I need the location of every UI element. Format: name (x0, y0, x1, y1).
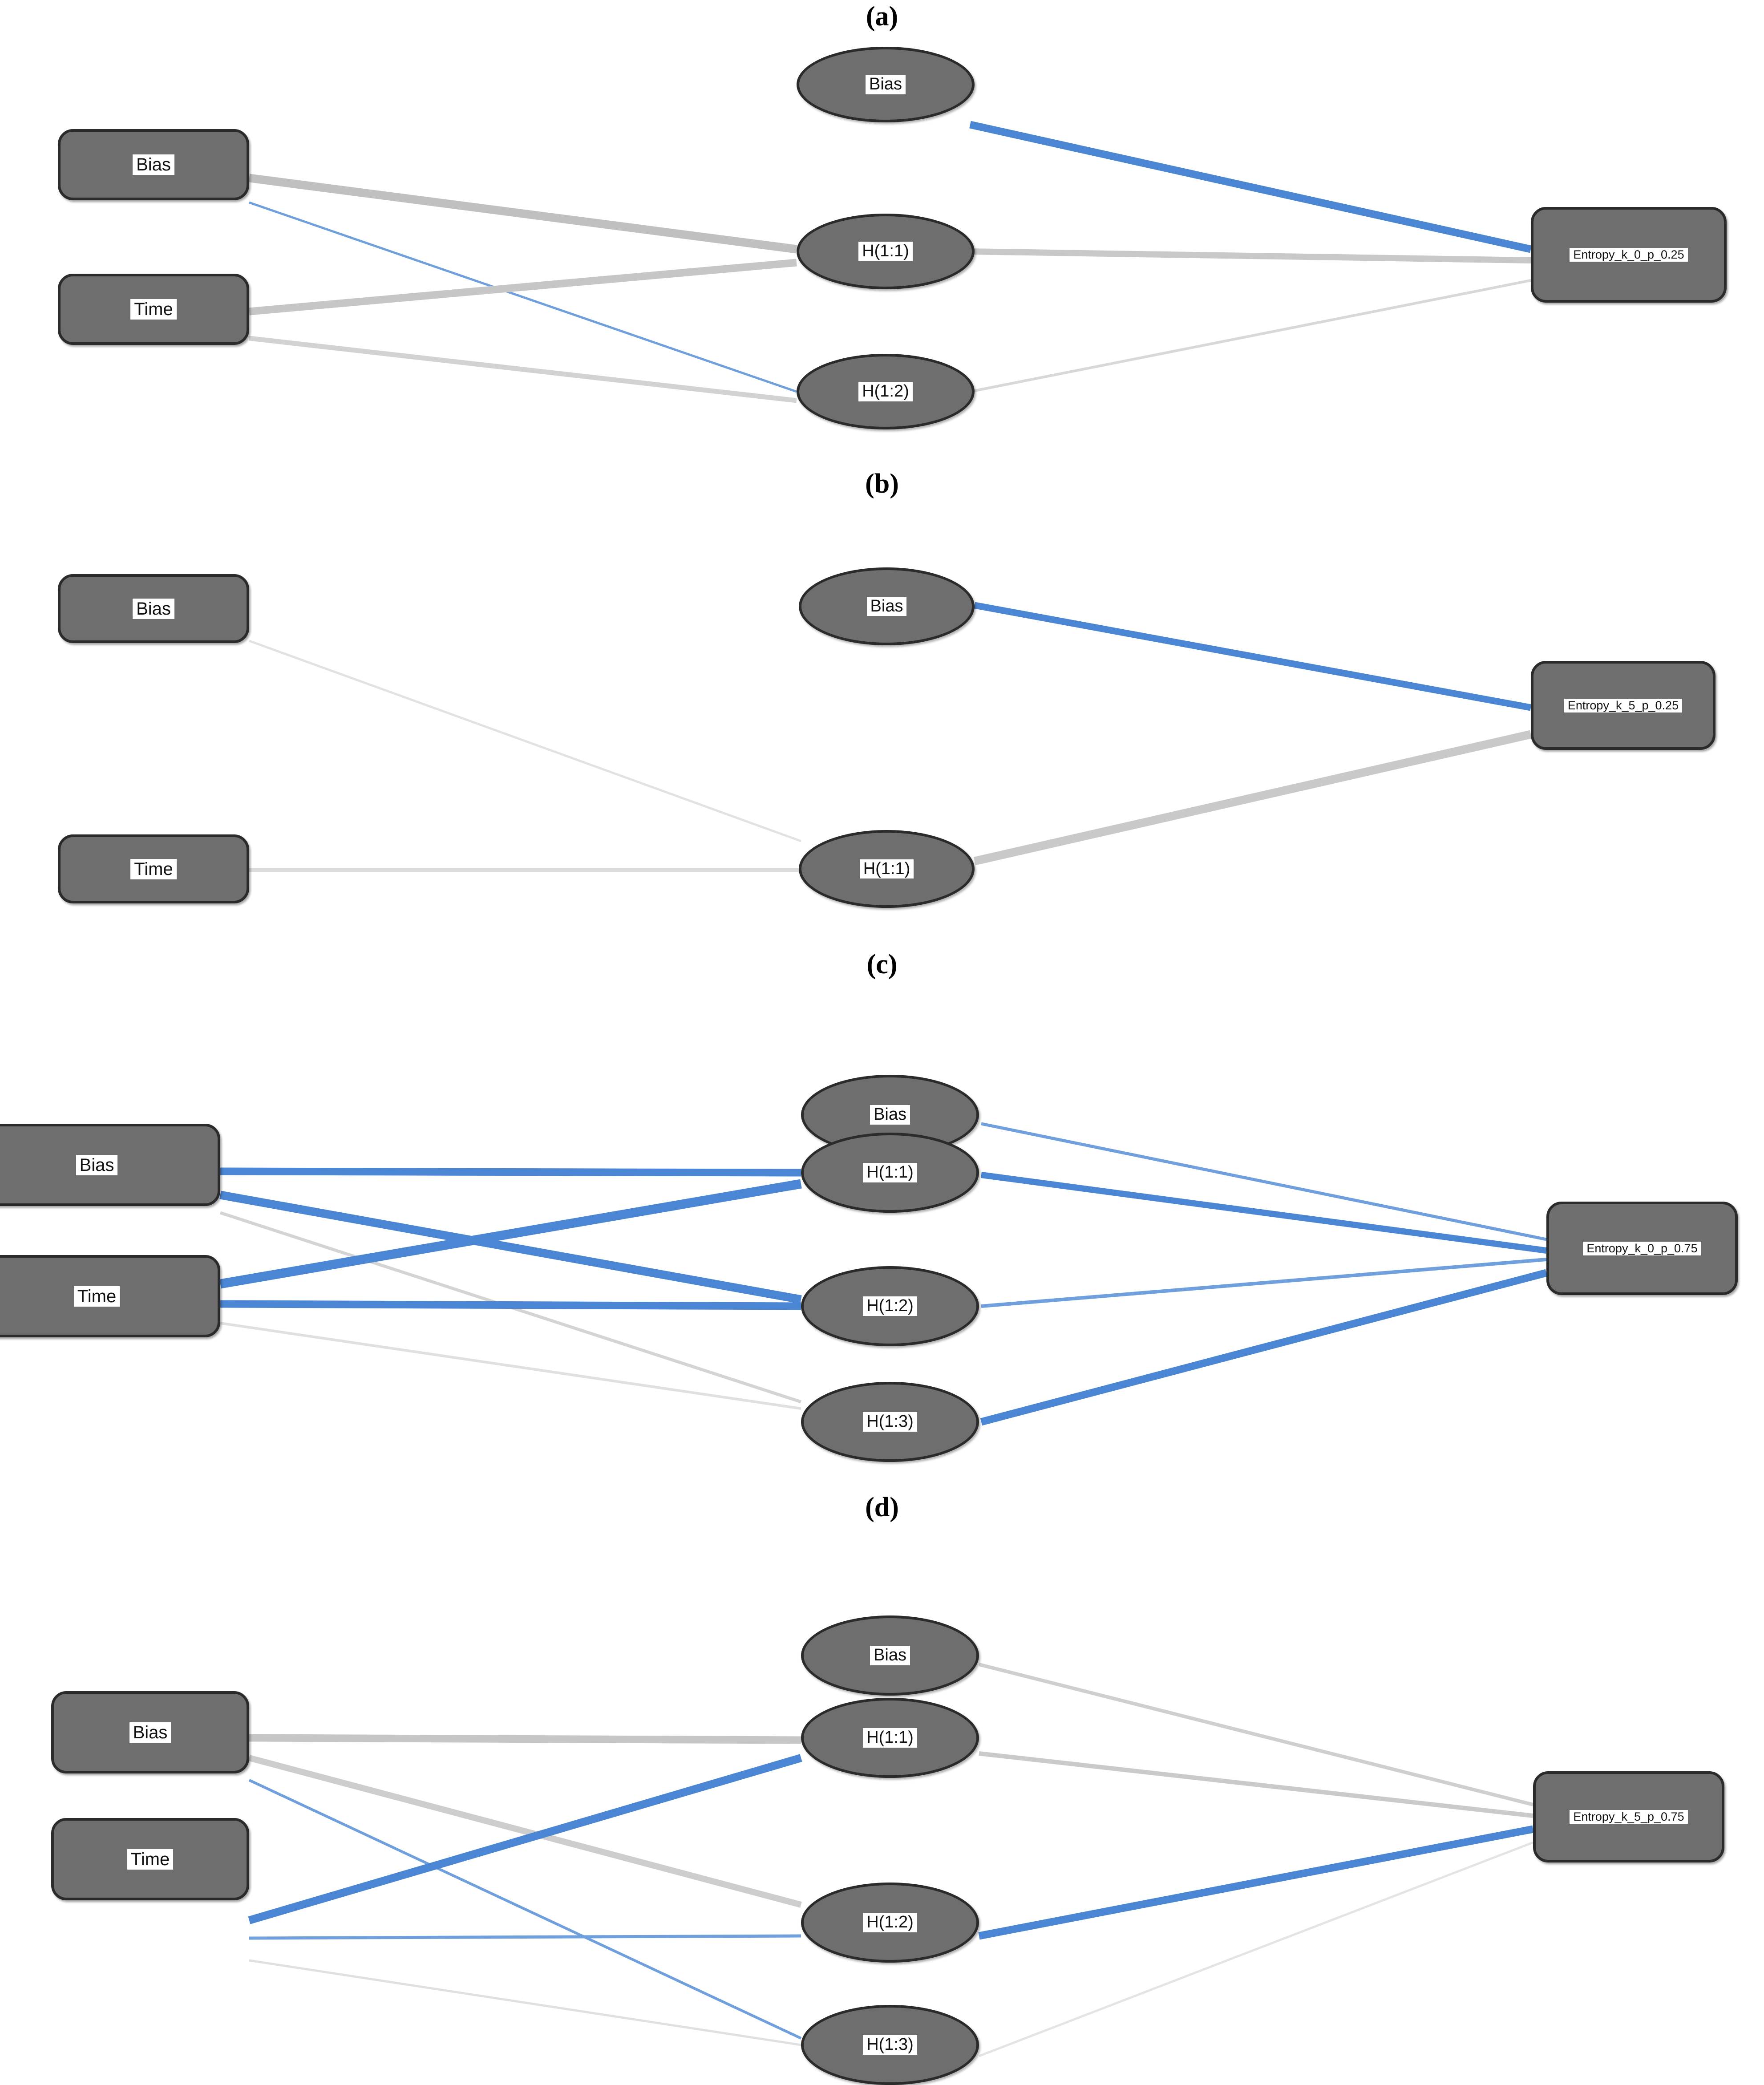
panel-c-edges (219, 1122, 1548, 1426)
edge-in-time-h12 (249, 1934, 801, 1940)
panel-d-canvas: Bias Time Bias H(1:1) H(1:2) H(1:3) Entr… (0, 1491, 1764, 2085)
edge-in-time-h13 (220, 1322, 801, 1410)
hidden-node-h12-label: H(1:2) (858, 382, 913, 401)
panel-a-canvas: Bias Time Bias H(1:1) H(1:2) Entropy_k_0… (0, 0, 1764, 467)
input-node-bias[interactable]: Bias (58, 129, 249, 200)
panel-b-canvas: Bias Time Bias H(1:1) Entropy_k_5_p_0.25 (0, 467, 1764, 948)
hidden-node-bias[interactable]: Bias (799, 567, 975, 645)
hidden-node-bias-label: Bias (870, 1646, 910, 1665)
input-node-time-label: Time (130, 299, 177, 320)
edge-h12-out (970, 279, 1531, 393)
output-node[interactable]: Entropy_k_0_p_0.25 (1531, 207, 1727, 303)
hidden-node-h11-label: H(1:1) (859, 859, 914, 879)
edge-h11-out (981, 1172, 1547, 1254)
input-node-time[interactable]: Time (0, 1255, 220, 1337)
input-node-time-label: Time (127, 1849, 174, 1870)
edge-h-bias-out (969, 121, 1532, 253)
edge-h11-out (973, 730, 1532, 866)
edge-in-bias-h12 (219, 1190, 802, 1304)
panel-a-label: (a) (866, 1, 898, 32)
input-node-bias-label: Bias (133, 154, 174, 175)
input-node-time[interactable]: Time (58, 274, 249, 345)
hidden-node-bias-label: Bias (870, 1105, 910, 1125)
hidden-node-bias[interactable]: Bias (801, 1615, 979, 1696)
edge-h12-out (981, 1258, 1547, 1308)
hidden-node-bias[interactable]: Bias (801, 1075, 979, 1155)
input-node-bias-label: Bias (133, 598, 174, 619)
edge-h-bias-out (979, 1663, 1533, 1806)
edge-h13-out (979, 1841, 1533, 2057)
output-node[interactable]: Entropy_k_5_p_0.25 (1531, 661, 1715, 750)
panel-d: (d) Bias Time Bias (0, 1491, 1764, 2085)
panel-b-label: (b) (865, 469, 899, 499)
input-node-time[interactable]: Time (58, 834, 249, 903)
panel-c-canvas: Bias Time Bias H(1:1) H(1:2) H(1:3) Entr… (0, 948, 1764, 1491)
edge-in-bias-h12 (248, 1755, 802, 1908)
hidden-node-h11[interactable]: H(1:1) (797, 214, 975, 289)
hidden-node-h13-label: H(1:3) (863, 2035, 917, 2055)
hidden-node-h11-label: H(1:1) (863, 1728, 917, 1748)
hidden-node-bias-label: Bias (866, 596, 907, 616)
output-node-label: Entropy_k_0_p_0.25 (1570, 248, 1688, 262)
hidden-node-h12[interactable]: H(1:2) (801, 1883, 979, 1963)
edge-h11-out (970, 248, 1531, 263)
panel-a-edges (248, 121, 1532, 403)
panel-b: (b) Bias Time Bias H(1:1) Entropy_k_5_p_… (0, 467, 1764, 948)
edge-h12-out (978, 1825, 1534, 1940)
input-node-bias[interactable]: Bias (51, 1691, 249, 1773)
panel-b-edges (249, 602, 1532, 872)
hidden-node-h13[interactable]: H(1:3) (801, 1382, 979, 1462)
edge-in-bias-h12 (249, 201, 797, 393)
input-node-time-label: Time (73, 1286, 120, 1307)
panel-d-label: (d) (865, 1492, 899, 1522)
output-node-label: Entropy_k_0_p_0.75 (1583, 1241, 1701, 1255)
edge-in-bias-h11 (248, 174, 797, 254)
input-node-bias[interactable]: Bias (0, 1124, 220, 1206)
edge-in-bias-h11 (249, 640, 801, 842)
hidden-node-h11[interactable]: H(1:1) (801, 1698, 979, 1778)
edge-in-bias-h11 (220, 1167, 801, 1177)
edge-in-bias-h13 (248, 1779, 802, 2040)
edge-h-bias-out (981, 1122, 1547, 1241)
hidden-node-h12[interactable]: H(1:2) (797, 354, 975, 429)
hidden-node-h13-label: H(1:3) (863, 1412, 917, 1432)
hidden-node-h11[interactable]: H(1:1) (799, 830, 975, 908)
input-node-bias[interactable]: Bias (58, 574, 249, 643)
panel-c-label: (c) (866, 949, 898, 980)
output-node[interactable]: Entropy_k_5_p_0.75 (1533, 1771, 1724, 1862)
panel-c: (c) Bias Time Bias (0, 948, 1764, 1491)
hidden-node-h12[interactable]: H(1:2) (801, 1266, 979, 1346)
input-node-bias-label: Bias (76, 1154, 118, 1175)
output-node-label: Entropy_k_5_p_0.75 (1570, 1810, 1688, 1824)
edge-h11-out (979, 1751, 1533, 1818)
hidden-node-bias[interactable]: Bias (797, 47, 975, 122)
hidden-node-h13[interactable]: H(1:3) (801, 2005, 979, 2085)
edge-in-time-h11 (248, 1754, 802, 1924)
edge-in-time-h11 (249, 259, 797, 316)
input-node-time-label: Time (130, 858, 177, 879)
panel-a: (a) Bias Time Bias H(1:1) (0, 0, 1764, 467)
hidden-node-bias-label: Bias (866, 75, 906, 94)
edge-h13-out (980, 1269, 1548, 1426)
hidden-node-h11-label: H(1:1) (858, 242, 913, 261)
output-node[interactable]: Entropy_k_0_p_0.75 (1546, 1202, 1738, 1295)
edge-in-time-h13 (249, 1959, 801, 2046)
input-node-time[interactable]: Time (51, 1818, 249, 1900)
panel-d-edges (248, 1663, 1534, 2057)
edge-h-bias-out (974, 602, 1532, 711)
input-node-bias-label: Bias (129, 1722, 171, 1743)
edge-in-time-h11 (219, 1179, 802, 1289)
output-node-label: Entropy_k_5_p_0.25 (1564, 698, 1683, 713)
hidden-node-h12-label: H(1:2) (863, 1913, 917, 1932)
edge-in-bias-h11 (249, 1734, 801, 1744)
hidden-node-h11[interactable]: H(1:1) (801, 1133, 979, 1213)
hidden-node-h12-label: H(1:2) (863, 1296, 917, 1316)
edge-in-time-h12 (249, 336, 797, 403)
edge-in-time-h12 (220, 1300, 801, 1310)
hidden-node-h11-label: H(1:1) (863, 1163, 917, 1182)
